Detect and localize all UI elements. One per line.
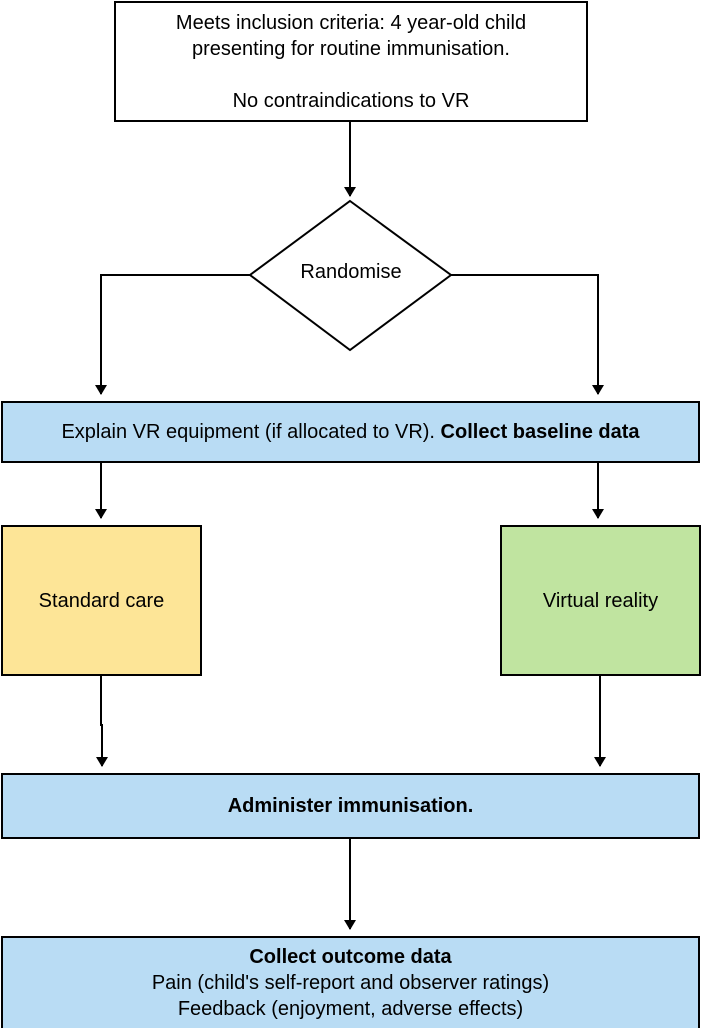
standard-care-box: Standard care (1, 525, 202, 676)
standard-care-label: Standard care (38, 589, 165, 612)
randomise-label: Randomise (300, 261, 402, 283)
inclusion-line-3: No contraindications to VR (232, 89, 470, 112)
administer-box: Administer immunisation. (1, 773, 700, 839)
inclusion-line-2: presenting for routine immunisation. (192, 37, 510, 60)
outcome-title: Collect outcome data (249, 946, 452, 968)
inclusion-criteria-box: Meets inclusion criteria: 4 year-old chi… (114, 1, 588, 122)
arrow-standard-care-to-administer (96, 676, 108, 767)
outcome-line-1: Pain (child's self-report and observer r… (151, 972, 550, 994)
collect-baseline-text: Collect baseline data (440, 421, 640, 443)
administer-label: Administer immunisation. (227, 795, 474, 817)
arrow-randomise-right (451, 274, 604, 395)
virtual-reality-label: Virtual reality (542, 589, 659, 612)
explain-vr-text: Explain VR equipment (if allocated to VR… (61, 421, 435, 443)
outcome-box: Collect outcome data Pain (child's self-… (1, 936, 700, 1028)
randomise-diamond (248, 199, 453, 352)
explain-vr-box: Explain VR equipment (if allocated to VR… (1, 401, 700, 463)
explain-vr-text-line: Explain VR equipment (if allocated to VR… (61, 419, 639, 445)
arrow-randomise-left (95, 274, 250, 395)
inclusion-line-1: Meets inclusion criteria: 4 year-old chi… (175, 11, 527, 34)
outcome-line-2: Feedback (enjoyment, adverse effects) (177, 998, 524, 1020)
virtual-reality-box: Virtual reality (500, 525, 701, 676)
